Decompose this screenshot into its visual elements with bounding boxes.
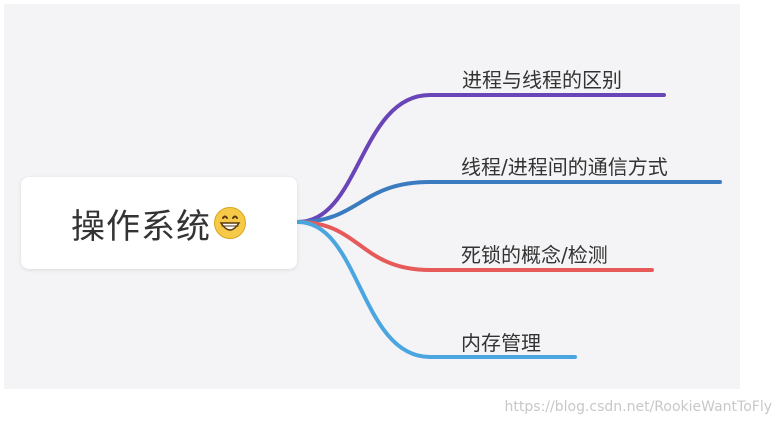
branch-label-2[interactable]: 线程/进程间的通信方式 (461, 155, 668, 179)
central-topic-node[interactable]: 操作系统 (21, 177, 297, 269)
central-topic-label: 操作系统 (71, 206, 211, 247)
branch-label-1[interactable]: 进程与线程的区别 (462, 68, 622, 92)
central-topic: 操作系统 (71, 199, 247, 248)
branch-label-4[interactable]: 内存管理 (461, 331, 541, 355)
branch-line-2 (296, 180, 722, 224)
branch-line-3 (296, 220, 654, 272)
branch-label-3[interactable]: 死锁的概念/检测 (461, 243, 608, 267)
grinning-face-icon (214, 207, 246, 239)
watermark: https://blog.csdn.net/RookieWantToFly (504, 399, 772, 415)
branch-line-1 (296, 93, 666, 224)
branch-line-4 (296, 220, 577, 359)
